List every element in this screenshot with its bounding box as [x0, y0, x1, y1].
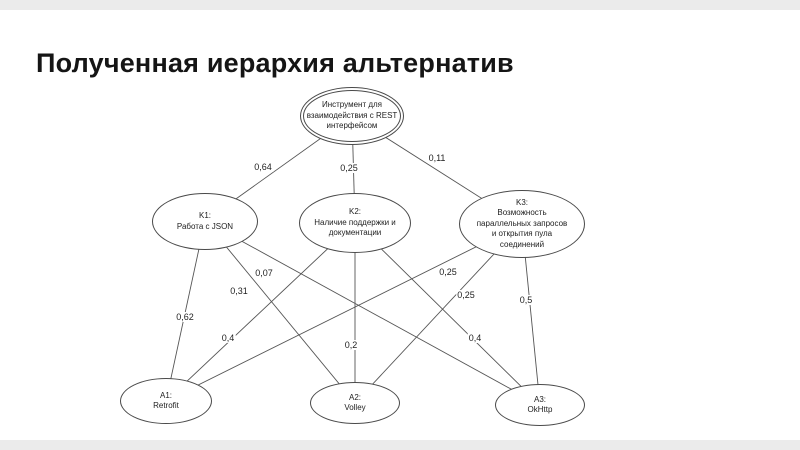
edge-label-k1-a2: 0,31	[229, 286, 249, 296]
node-k2-label: K2: Наличие поддержки и документации	[314, 207, 396, 238]
edge-line-k1-a3	[204, 220, 541, 406]
node-a3: A3: OkHttp	[495, 384, 585, 426]
edge-label-k1-a1: 0,62	[175, 312, 195, 322]
edge-label-root-k2: 0,25	[339, 163, 359, 173]
node-k1-label: K1: Работа с JSON	[176, 211, 234, 231]
edge-line-k2-a1	[165, 222, 356, 402]
node-k1: K1: Работа с JSON	[152, 193, 258, 250]
node-root-inner-ellipse: Инструмент для взаимодействия с REST инт…	[303, 90, 401, 142]
node-k2: K2: Наличие поддержки и документации	[299, 193, 411, 253]
slide-title: Полученная иерархия альтернатив	[36, 48, 514, 78]
edge-label-k1-a3: 0,07	[254, 268, 274, 278]
node-a2-label: A2: Volley	[344, 392, 366, 412]
edge-label-k2-a3: 0,4	[467, 333, 483, 343]
node-a3-label: A3: OkHttp	[527, 394, 553, 414]
node-root-label: Инструмент для взаимодействия с REST инт…	[306, 100, 398, 131]
edge-line-k1-a2	[204, 220, 356, 404]
edge-label-k3-a2: 0,25	[456, 290, 476, 300]
edge-line-k1-a1	[165, 220, 206, 402]
node-a1: A1: Retrofit	[120, 378, 212, 424]
edge-label-k3-a3: 0,5	[518, 295, 534, 305]
edge-line-k3-a1	[165, 223, 523, 402]
edge-label-root-k1: 0,64	[253, 162, 273, 172]
node-k3-label: K3: Возможность параллельных запросов и …	[476, 198, 568, 249]
node-a2: A2: Volley	[310, 382, 400, 424]
edge-label-k2-a1: 0,4	[220, 333, 236, 343]
edge-label-k3-a1: 0,25	[438, 267, 458, 277]
node-root: Инструмент для взаимодействия с REST инт…	[300, 87, 404, 145]
node-k3: K3: Возможность параллельных запросов и …	[459, 190, 585, 258]
edge-line-k2-a3	[354, 222, 541, 406]
node-a1-label: A1: Retrofit	[153, 390, 179, 410]
edge-label-root-k3: 0,11	[427, 153, 447, 163]
edge-label-k2-a2: 0,2	[343, 340, 359, 350]
